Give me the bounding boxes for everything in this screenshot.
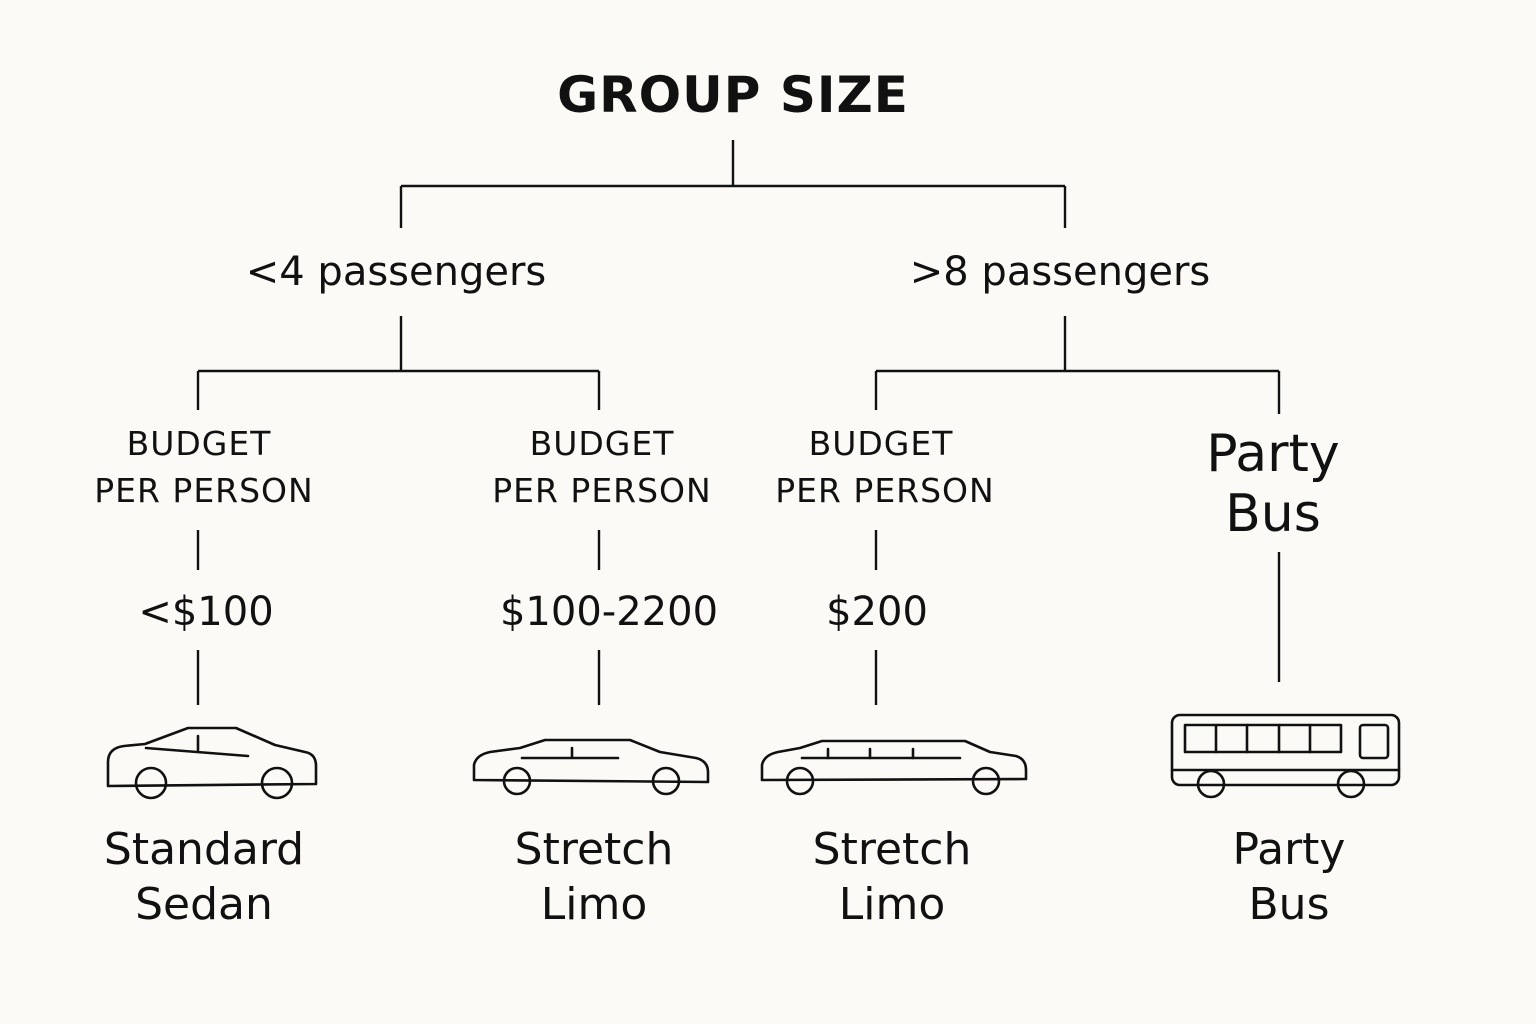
root-label: GROUP SIZE [557,66,909,124]
vehicle-line-2: Bus [1248,879,1330,930]
connector-lines [196,140,1281,705]
bus-icon [1170,713,1401,799]
criterion-line-1: BUDGET [529,424,675,463]
criterion-label-2: BUDGET PER PERSON [492,420,711,514]
vehicle-label-3: Stretch Limo [813,822,972,932]
limo-icon-1 [472,738,710,796]
vehicle-line-1: Stretch [514,824,674,875]
vehicle-line-2: Limo [540,879,648,930]
vehicle-label-2: Stretch Limo [515,822,674,932]
group-label-small: <4 passengers [245,249,547,295]
vehicle-line-1: Stretch [812,824,972,875]
criterion-line-2: PER PERSON [775,471,995,510]
vehicle-line-2: Limo [838,879,946,930]
criterion-label-3: BUDGET PER PERSON [775,420,994,514]
criterion-line-2: PER PERSON [94,471,314,510]
direct-outcome-line-2: Bus [1225,484,1321,544]
criterion-line-1: BUDGET [126,424,272,463]
limo-icon-2 [760,739,1028,796]
direct-outcome-label: Party Bus [1206,424,1339,544]
vehicle-line-1: Party [1232,824,1346,875]
vehicle-line-2: Sedan [135,879,273,930]
budget-label-1: <$100 [138,589,274,635]
vehicle-line-1: Standard [103,824,305,875]
direct-outcome-line-1: Party [1206,424,1340,484]
vehicle-label-1: Standard Sedan [104,822,304,932]
group-label-large: >8 passengers [909,249,1211,295]
budget-label-3: $200 [826,589,928,635]
vehicle-label-4: Party Bus [1233,822,1346,932]
criterion-line-1: BUDGET [808,424,954,463]
sedan-icon [106,726,318,800]
criterion-line-2: PER PERSON [492,471,712,510]
budget-label-2: $100-2200 [499,589,719,635]
criterion-label-1: BUDGET PER PERSON [94,420,313,514]
